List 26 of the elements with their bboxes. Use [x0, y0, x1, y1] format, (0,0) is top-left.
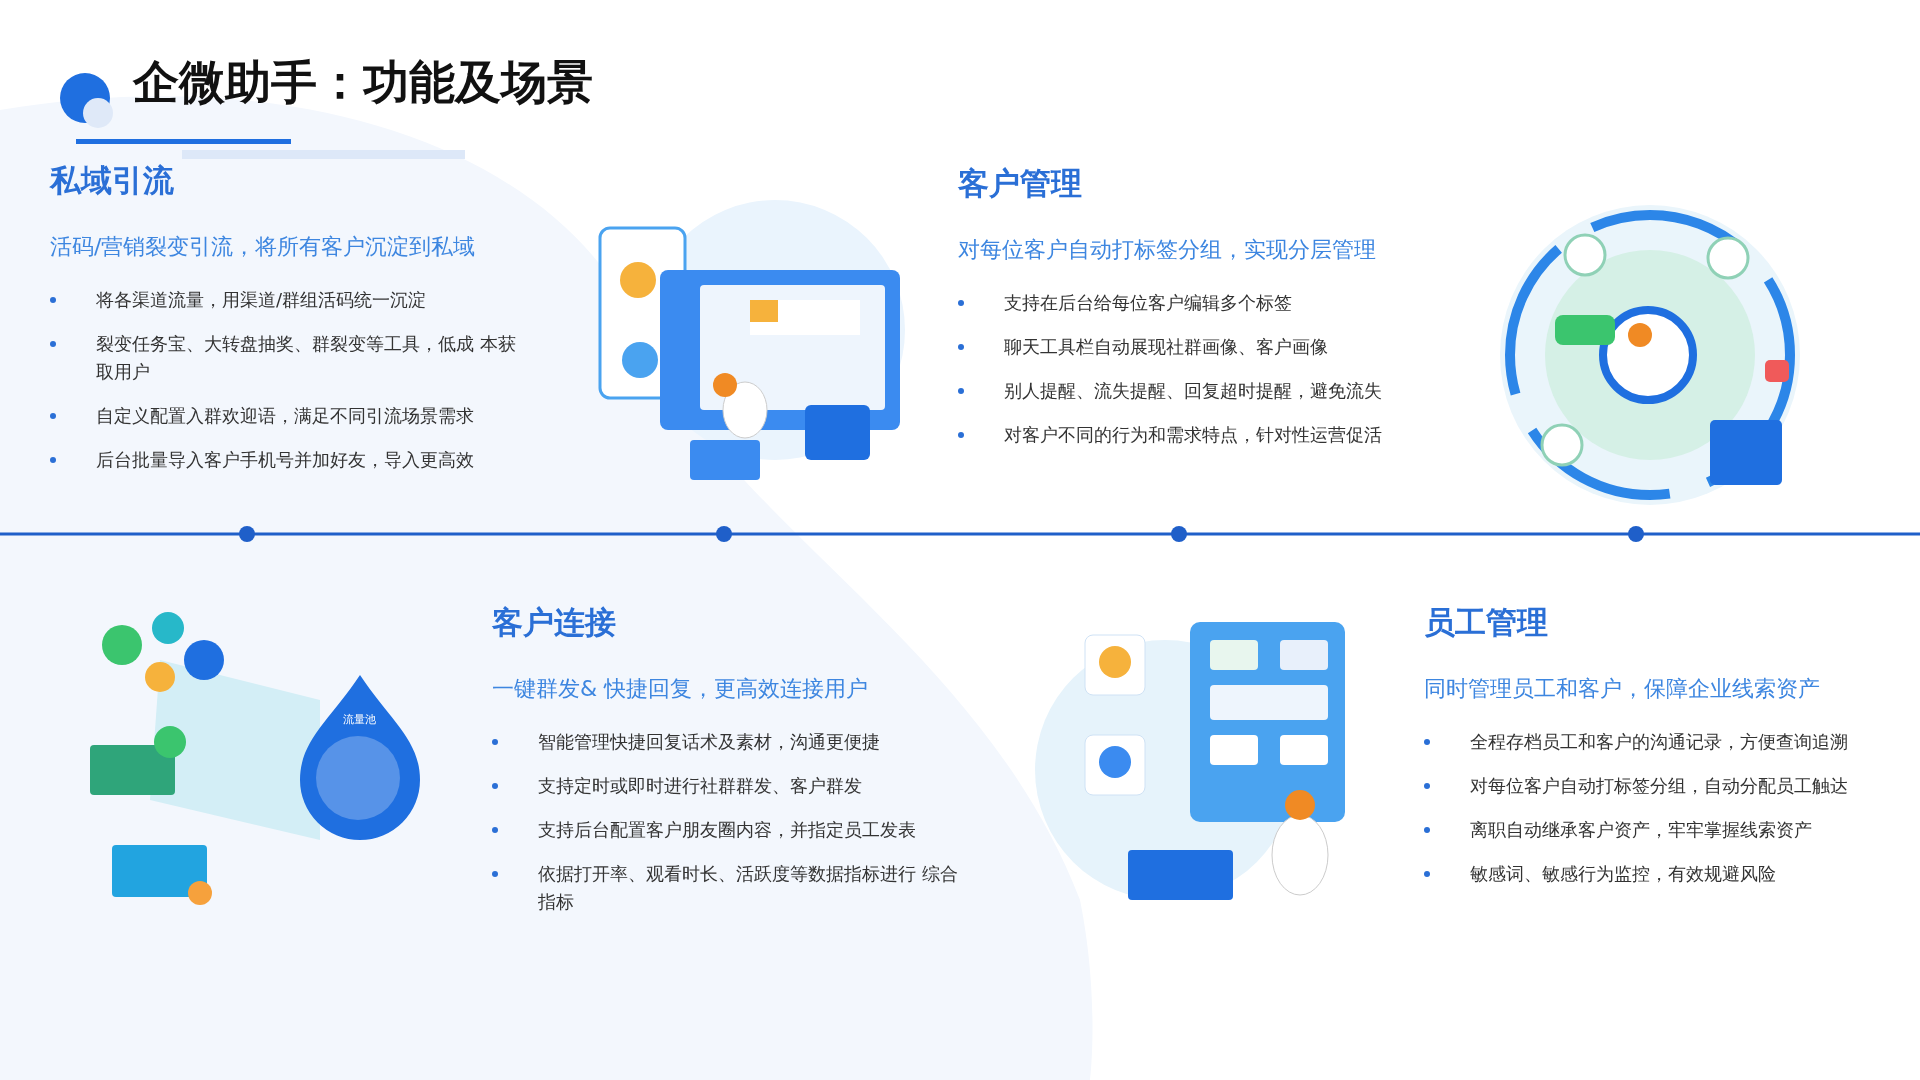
- bullet-text: 后台批量导入客户手机号并加好友，导入更高效: [96, 448, 475, 472]
- bullet-text: 全程存档员工和客户的沟通记录，方便查询追溯: [1470, 730, 1849, 754]
- bullet-text: 对每位客户自动打标签分组，自动分配员工触达: [1470, 774, 1849, 798]
- bullet-text: 将各渠道流量，用渠道/群组活码统一沉淀: [96, 288, 428, 312]
- section-subtitle: 一键群发& 快捷回复，更高效连接用户: [492, 675, 870, 703]
- bullet-text: 依据打开率、观看时长、活跃度等数据指标进行 综合指标: [538, 862, 959, 914]
- section-heading: 客户管理: [958, 164, 1083, 203]
- bullet-text: 别人提醒、流失提醒、回复超时提醒，避免流失: [1004, 379, 1383, 403]
- section-subtitle: 对每位客户自动打标签分组，实现分层管理: [958, 236, 1377, 264]
- bullet-text: 聊天工具栏自动展现社群画像、客户画像: [1004, 335, 1329, 359]
- section-subtitle: 活码/营销裂变引流，将所有客户沉淀到私域: [50, 233, 477, 261]
- bullet-text: 支持在后台给每位客户编辑多个标签: [1004, 291, 1293, 315]
- bullet-text: 支持后台配置客户朋友圈内容，并指定员工发表: [538, 818, 917, 842]
- bullet-text: 自定义配置入群欢迎语，满足不同引流场景需求: [96, 404, 475, 428]
- bullet-text: 敏感词、敏感行为监控，有效规避风险: [1470, 862, 1777, 886]
- drop-label: 流量池: [341, 712, 377, 727]
- slide-title: 企微助手：功能及场景: [133, 54, 593, 111]
- bullet-text: 对客户不同的行为和需求特点，针对性运营促活: [1004, 423, 1383, 447]
- section-heading: 客户连接: [492, 603, 617, 642]
- section-heading: 员工管理: [1424, 603, 1549, 642]
- section-heading: 私域引流: [50, 161, 175, 200]
- section-subtitle: 同时管理员工和客户，保障企业线索资产: [1424, 675, 1821, 703]
- bullet-text: 离职自动继承客户资产，牢牢掌握线索资产: [1470, 818, 1813, 842]
- bullet-text: 裂变任务宝、大转盘抽奖、群裂变等工具，低成 本获取用户: [96, 332, 517, 384]
- bullet-text: 智能管理快捷回复话术及素材，沟通更便捷: [538, 730, 881, 754]
- bullet-text: 支持定时或即时进行社群群发、客户群发: [538, 774, 863, 798]
